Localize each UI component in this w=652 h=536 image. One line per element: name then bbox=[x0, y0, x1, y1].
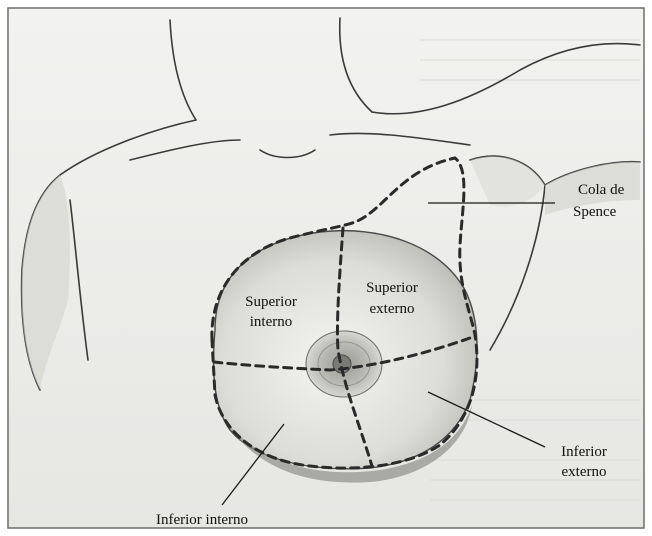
label-cola-de-spence-line1: Cola de bbox=[578, 182, 625, 198]
label-superior-externo-line1: Superior bbox=[366, 280, 418, 296]
label-inferior-interno: Inferior interno bbox=[156, 512, 248, 528]
label-cola-de-spence-line2: Spence bbox=[573, 204, 617, 220]
label-superior-externo-line2: externo bbox=[370, 301, 415, 317]
label-inferior-externo-line1: Inferior bbox=[561, 444, 607, 460]
label-inferior-externo-line2: externo bbox=[562, 464, 607, 480]
label-superior-interno-line2: interno bbox=[250, 314, 293, 330]
label-superior-interno-line1: Superior bbox=[245, 294, 297, 310]
